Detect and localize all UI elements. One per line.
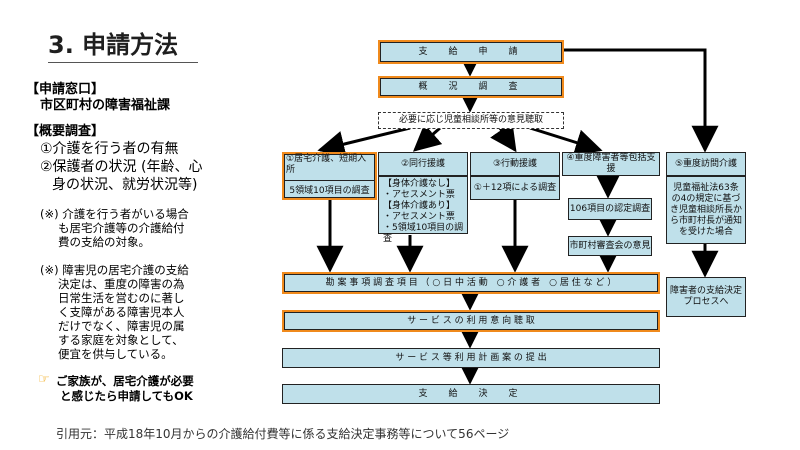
note2-line1: (※) 障害児の居宅介護の支給 xyxy=(40,263,189,277)
col5-sub1-2: の4の規定に基づ xyxy=(671,193,741,204)
note2-line3: 日常生活を営むのに著し xyxy=(58,291,185,305)
flow-col3-sub: ①＋12項による調査 xyxy=(470,176,560,200)
col5-sub2-1: 障害者の支給決定 xyxy=(669,286,742,296)
pointing-hand-icon: ☞ xyxy=(38,372,50,387)
note1-line3: 費の支給の対象。 xyxy=(58,235,150,249)
survey-item-3: 身の状況、就労状況等) xyxy=(52,177,198,193)
citation: 引用元：平成18年10月からの介護給付費等に係る支給決定事務等について56ページ xyxy=(56,427,510,441)
window-value: 市区町村の障害福祉課 xyxy=(40,98,171,113)
note1-line1: (※) 介護を行う者がいる場合 xyxy=(40,207,189,221)
page-title: 3. 申請方法 xyxy=(48,30,198,63)
flow-decision: 支 給 決 定 xyxy=(282,384,660,404)
flow-col4-sub2: 市町村審査会の意見 xyxy=(568,236,652,256)
flow-plan: サ ー ビ ス 等 利 用 計 画 案 の 提 出 xyxy=(282,348,660,368)
flow-col5-sub1: 児童福祉法63条 の4の規定に基づ き児童相談所長か ら市町村長が通知 を受けた… xyxy=(666,176,746,244)
survey-item-2: ②保護者の状況 (年齢、心 xyxy=(40,159,203,175)
flow-col4-title: ④重度障害者等包括支援 xyxy=(562,152,660,176)
col1-title: ①居宅介護、短期入所 xyxy=(284,150,375,181)
note2-line7: 便宜を供与している。 xyxy=(58,347,173,361)
col2-sub-2: ・アセスメント票 xyxy=(383,190,455,200)
col5-sub1-5: を受けた場合 xyxy=(678,226,733,237)
col5-sub1-3: き児童相談所長か xyxy=(669,204,742,215)
flow-col5-title: ⑤重度訪問介護 xyxy=(666,152,746,176)
col2-sub-1: 【身体介護なし】 xyxy=(383,179,456,189)
col2-sub-3: 【身体介護あり】 xyxy=(383,201,456,211)
survey-heading: 【概要調査】 xyxy=(26,124,105,139)
flow-survey-items: 勘 案 事 項 調 査 項 目 （ ○ 日 中 活 動 ○ 介 護 者 ○ 居 … xyxy=(282,272,660,294)
highlight-line1: ご家族が、居宅介護が必要 xyxy=(56,374,194,388)
col2-sub-4: ・アセスメント票 xyxy=(383,212,455,222)
flow-overview: 概 況 調 査 xyxy=(378,76,564,98)
col2-sub-5: ・5領域10項目の調査 xyxy=(383,223,464,244)
note2-line5: だけでなく、障害児の属 xyxy=(58,319,185,333)
flow-col2-sub: 【身体介護なし】 ・アセスメント票 【身体介護あり】 ・アセスメント票 ・5領域… xyxy=(378,176,468,244)
flow-col3-title: ③行動援護 xyxy=(470,152,560,176)
note2-line4: く支障がある障害児本人 xyxy=(58,305,185,319)
flow-col5-sub2: 障害者の支給決定 プロセスへ xyxy=(666,277,746,317)
flow-intent: サ ー ビ ス の 利 用 意 向 聴 取 xyxy=(282,310,660,332)
note1-line2: も居宅介護等の介護給付 xyxy=(58,221,185,235)
note2-line6: する家庭を対象として、 xyxy=(58,333,184,347)
flow-col1: ①居宅介護、短期入所 5領域10項目の調査 xyxy=(282,152,377,200)
survey-item-1: ①介護を行う者の有無 xyxy=(40,141,179,157)
flow-opinion: 必要に応じ児童相談所等の意見聴取 xyxy=(378,112,564,129)
flow-col4-sub1: 106項目の認定調査 xyxy=(568,198,652,220)
flow-col2-title: ②同行援護 xyxy=(378,152,468,176)
col5-sub2-2: プロセスへ xyxy=(683,297,729,307)
col5-sub1-1: 児童福祉法63条 xyxy=(673,182,739,193)
note2-line2: 決定は、重度の障害の為 xyxy=(58,277,185,291)
window-heading: 【申請窓口】 xyxy=(26,82,105,97)
col1-sub: 5領域10項目の調査 xyxy=(289,186,370,196)
flow-apply: 支 給 申 請 xyxy=(378,40,564,64)
col5-sub1-4: ら市町村長が通知 xyxy=(669,215,742,226)
highlight-line2: と感じたら申請してもOK xyxy=(60,389,193,403)
